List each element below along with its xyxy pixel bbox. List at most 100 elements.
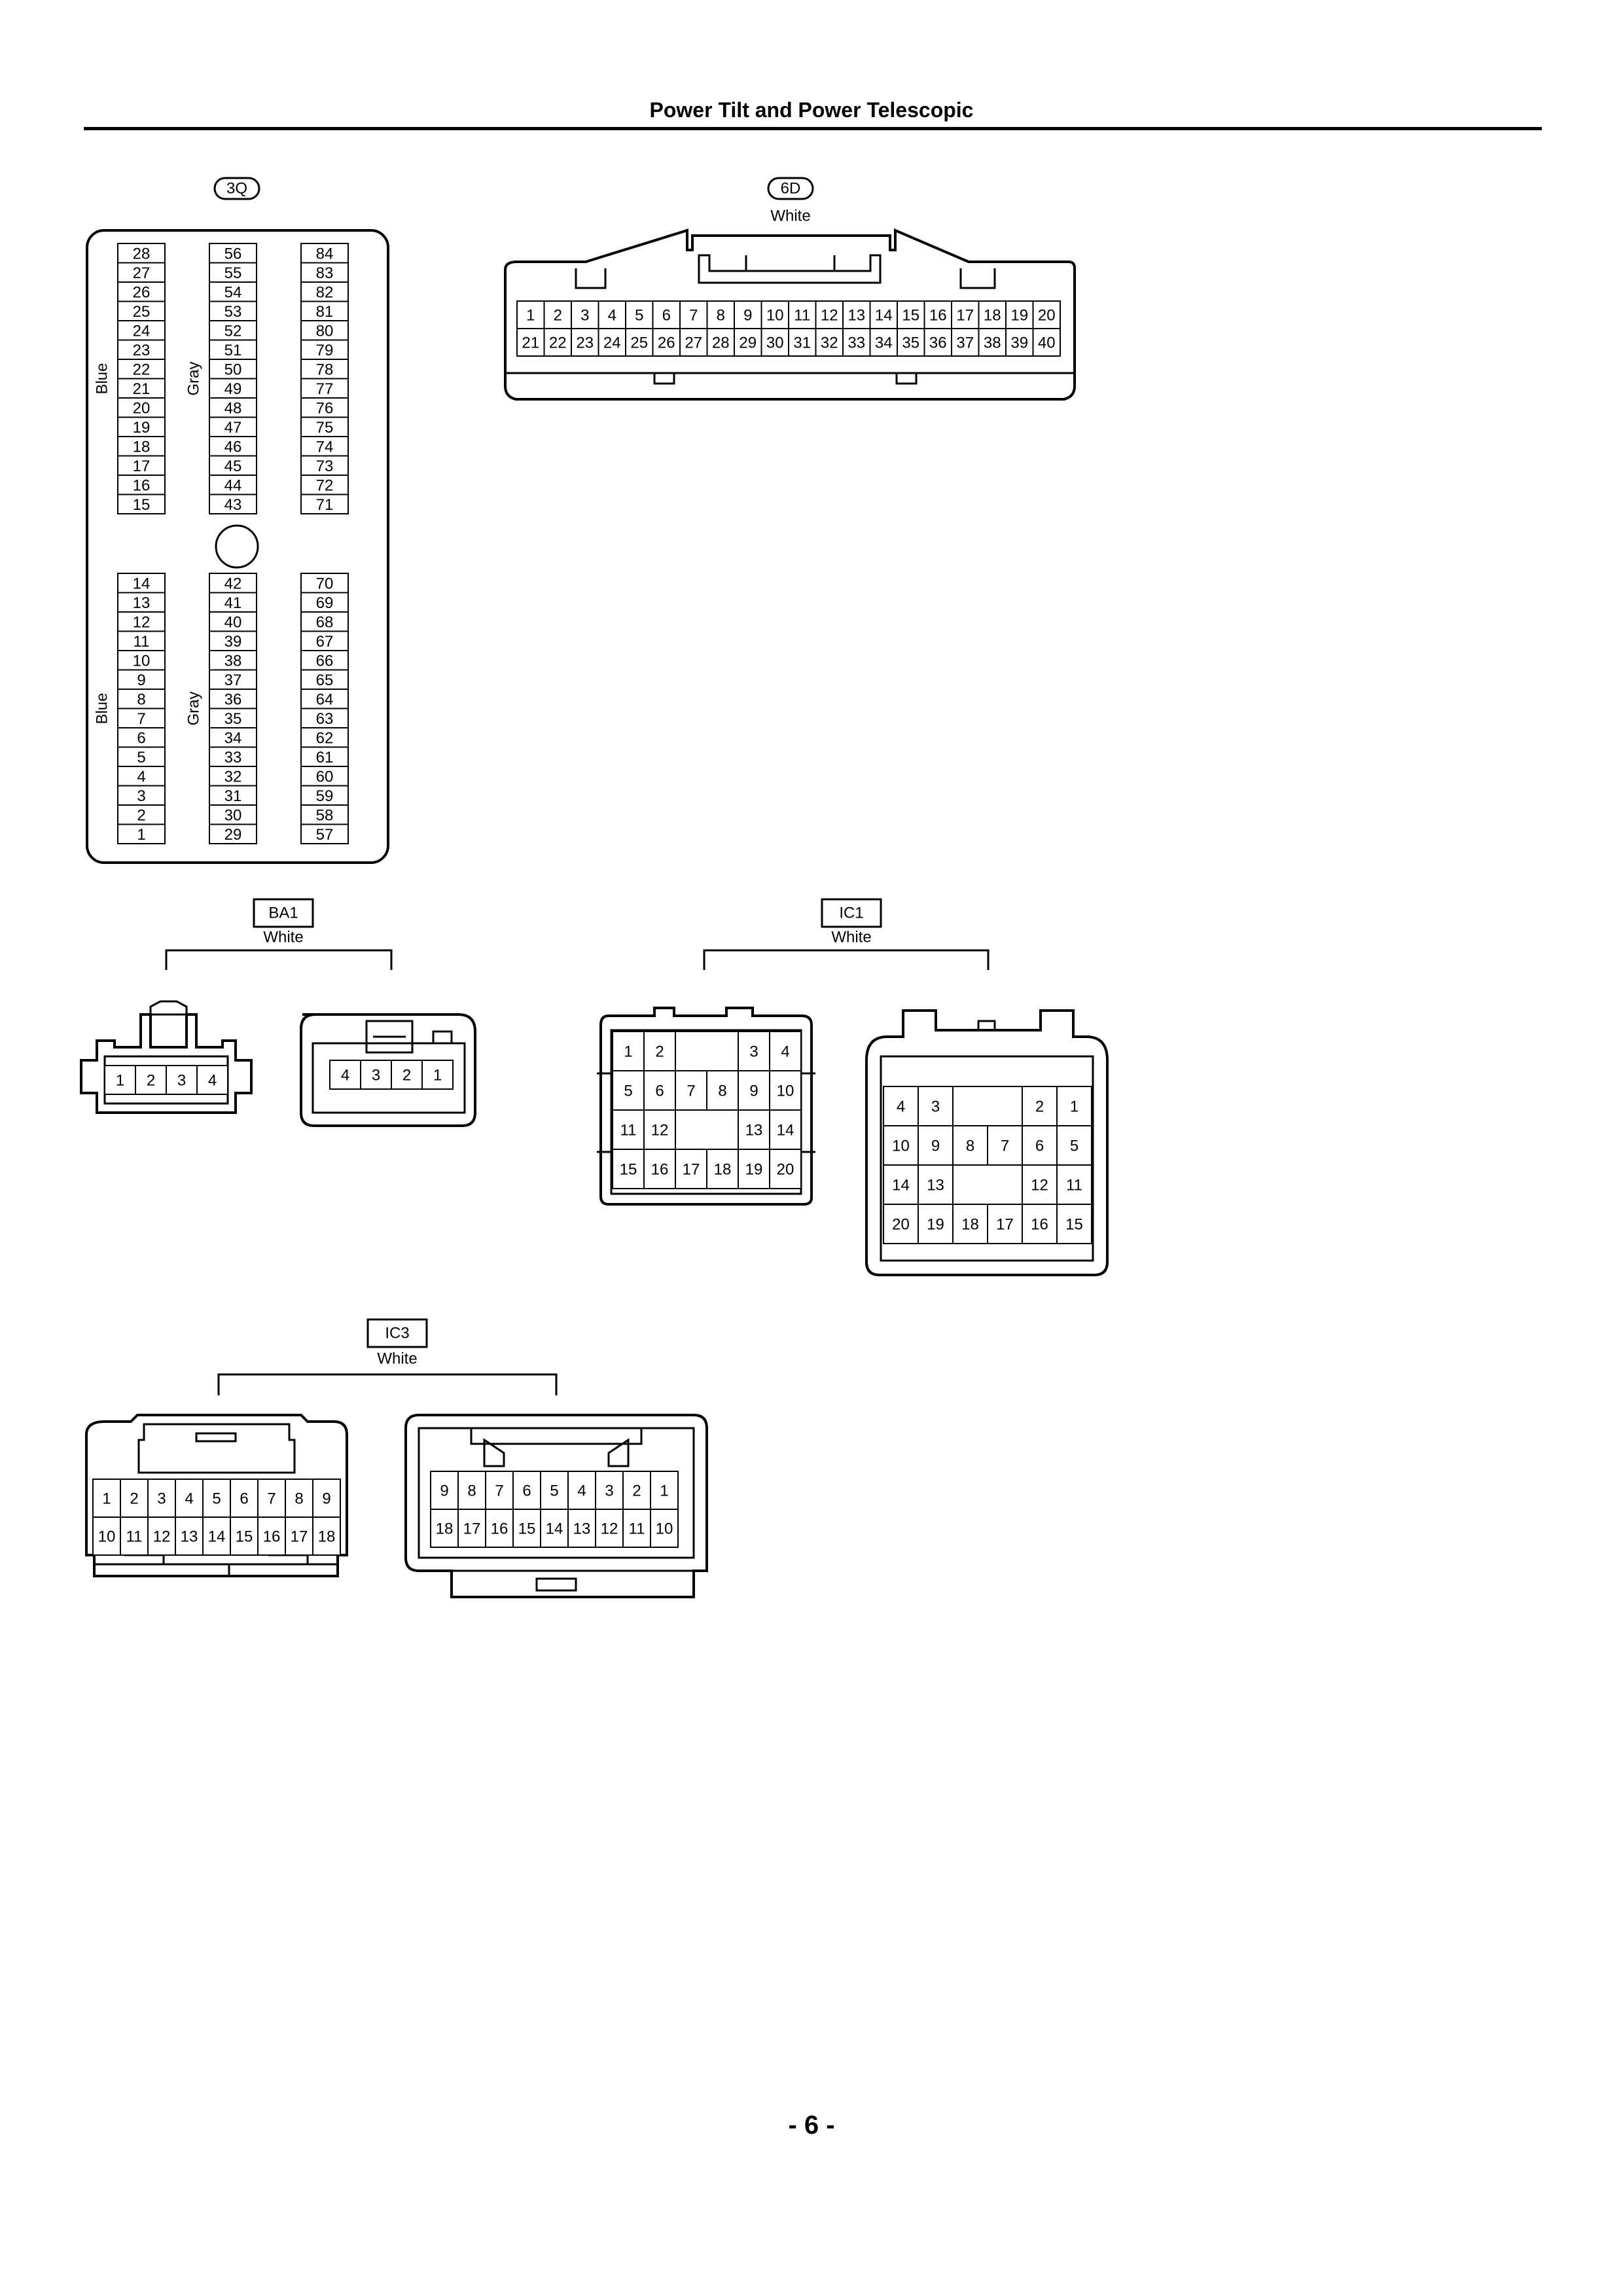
connector-ba1-right-pin-label: 4 — [341, 1067, 349, 1085]
connector-3q-pin-label: 1 — [137, 826, 145, 844]
connector-3q-pin-box — [117, 359, 166, 380]
connector-ic1-right-pin: 15 — [1056, 1204, 1092, 1244]
connector-3q-pin-label: 26 — [133, 283, 151, 301]
connector-ic3-left-pin-label: 6 — [240, 1490, 248, 1508]
connector-ic3-right-pin-label: 1 — [660, 1482, 668, 1500]
connector-3q-pin: 28 — [117, 243, 166, 264]
connector-3q-pin-box — [117, 669, 166, 690]
connector-ic1-left-pin-label: 11 — [620, 1122, 637, 1139]
connector-3q-pin: 51 — [209, 339, 257, 360]
connector-6d-pin: 20 — [1032, 300, 1061, 329]
connector-6d-pin-label: 11 — [794, 307, 810, 325]
connector-ic1-right-pin-box — [1056, 1086, 1092, 1126]
connector-3q-pin: 53 — [209, 300, 257, 321]
connector-ic1-left-pin: 19 — [738, 1149, 770, 1189]
connector-ic3-right-pin: 4 — [567, 1471, 596, 1510]
connector-ic1-right-pin-label: 15 — [1065, 1216, 1083, 1234]
connector-6d-pin: 28 — [706, 328, 735, 357]
connector-ic1-left-pin-box — [675, 1149, 707, 1189]
connector-6d-pin-label: 36 — [929, 334, 947, 352]
connector-3q-pin-label: 23 — [133, 342, 151, 359]
connector-6d-pin-label: 32 — [821, 334, 838, 352]
connector-ic3-right-inner — [418, 1427, 695, 1592]
connector-ic1-right-pin: 3 — [918, 1086, 954, 1126]
connector-3q-pin-box — [209, 823, 257, 844]
connector-3q-pin-box — [117, 708, 166, 728]
connector-6d-pin-label: 20 — [1038, 307, 1056, 325]
connector-ic1-right-pin-box — [987, 1204, 1023, 1244]
connector-ba1-right-pin: 2 — [391, 1060, 423, 1090]
connector-3q-pin: 7 — [117, 708, 166, 728]
connector-3q-pin-label: 22 — [133, 361, 151, 378]
connector-3q-pin: 18 — [117, 436, 166, 457]
connector-ic3-right-pin-label: 12 — [601, 1520, 618, 1538]
connector-3q-pin-box — [117, 455, 166, 476]
connector-ic3-right-pin: 17 — [457, 1509, 486, 1548]
connector-3q-pin: 81 — [300, 300, 349, 321]
connector-ic1-right-pin-box — [1056, 1125, 1092, 1166]
connector-3q-pin-box — [117, 592, 166, 613]
connector-6d-pin-label: 16 — [929, 307, 947, 325]
connector-3q-pin: 75 — [300, 416, 349, 437]
connector-ic1-left-pin-box — [643, 1149, 676, 1189]
connector-3q-pin-label: 11 — [134, 633, 150, 651]
connector-3q-pin: 55 — [209, 262, 257, 283]
connector-3q-pin-box — [117, 262, 166, 283]
connector-ic3-left-pin-box — [92, 1516, 121, 1556]
connector-ic3-right-pin: 18 — [430, 1509, 459, 1548]
connector-ic3-left-pin: 1 — [92, 1479, 121, 1518]
connector-3q-pin: 19 — [117, 416, 166, 437]
connector-3q-pin: 71 — [300, 493, 349, 514]
connector-3q: 3Q 2827262524232221201918171615Blue56555… — [86, 177, 389, 864]
connector-ba1-right-pin: 4 — [329, 1060, 361, 1090]
connector-6d-pin-label: 31 — [793, 334, 811, 352]
connector-ic1-left-pin: 5 — [612, 1070, 645, 1111]
connector-6d-pin: 2 — [543, 300, 572, 329]
connector-ic1-left-pin: 13 — [738, 1109, 770, 1150]
connector-6d-pin: 24 — [597, 328, 626, 357]
connector-ic1-right-pin: 16 — [1022, 1204, 1058, 1244]
connector-ic3-right-pin-label: 6 — [522, 1482, 531, 1500]
connector-ic1-right-pin-label: 8 — [966, 1138, 974, 1155]
connector-6d-pin-box — [815, 300, 844, 329]
connector-6d-pin-box — [842, 328, 871, 357]
connector-ic3-left-pin: 18 — [312, 1516, 341, 1556]
connector-3q-pin-label: 13 — [133, 594, 151, 612]
connector-ic3-right-pin: 10 — [650, 1509, 679, 1548]
connector-ic3-left-pin-label: 4 — [185, 1490, 193, 1508]
connector-6d-pin: 26 — [652, 328, 681, 357]
connector-ic1-right-pin-label: 3 — [931, 1098, 940, 1116]
connector-ic3-right-pin: 5 — [540, 1471, 569, 1510]
connector-6d-pin: 32 — [815, 328, 844, 357]
connector-3q-id-label: 3Q — [226, 180, 247, 198]
connector-ic1-id-label: IC1 — [839, 905, 863, 922]
connector-ic1-color-label: White — [831, 929, 871, 946]
connector-3q-pin-label: 15 — [133, 496, 151, 514]
connector-6d-pin-box — [543, 328, 572, 357]
connector-ic3-right-pin: 16 — [485, 1509, 514, 1548]
connector-ic3-right-pin-label: 11 — [629, 1520, 645, 1538]
connector-ic3-right-pin: 2 — [622, 1471, 651, 1510]
connector-3q-pin-label: 8 — [137, 691, 145, 708]
connector-3q-pin: 59 — [300, 785, 349, 806]
connector-ic3-right-pin: 3 — [595, 1471, 624, 1510]
connector-6d-pin-label: 35 — [902, 334, 919, 352]
connector-ic3-left-pin: 15 — [230, 1516, 259, 1556]
connector-6d-pin: 14 — [869, 300, 898, 329]
connector-6d-pin: 18 — [978, 300, 1007, 329]
connector-6d-id-tag — [767, 177, 814, 200]
connector-3q-pin-label: 18 — [133, 438, 151, 456]
connector-ic1-left-pin: 10 — [769, 1070, 802, 1111]
connector-3q-pin-label: 60 — [316, 768, 334, 785]
connector-6d-pin: 10 — [760, 300, 789, 329]
connector-ic1-left-housing — [599, 1007, 813, 1206]
connector-6d-pin: 13 — [842, 300, 871, 329]
connector-3q-pin-box — [117, 804, 166, 825]
connector-3q-pin: 31 — [209, 785, 257, 806]
connector-ic3-right-pin-box — [512, 1509, 541, 1548]
connector-3q-pin-label: 14 — [133, 575, 151, 592]
connector-ic3-right-pin-label: 15 — [518, 1520, 536, 1538]
connector-3q-pin: 9 — [117, 669, 166, 690]
connector-ic3-right-pin: 11 — [622, 1509, 651, 1548]
connector-ba1-right-pin-box — [391, 1060, 423, 1090]
